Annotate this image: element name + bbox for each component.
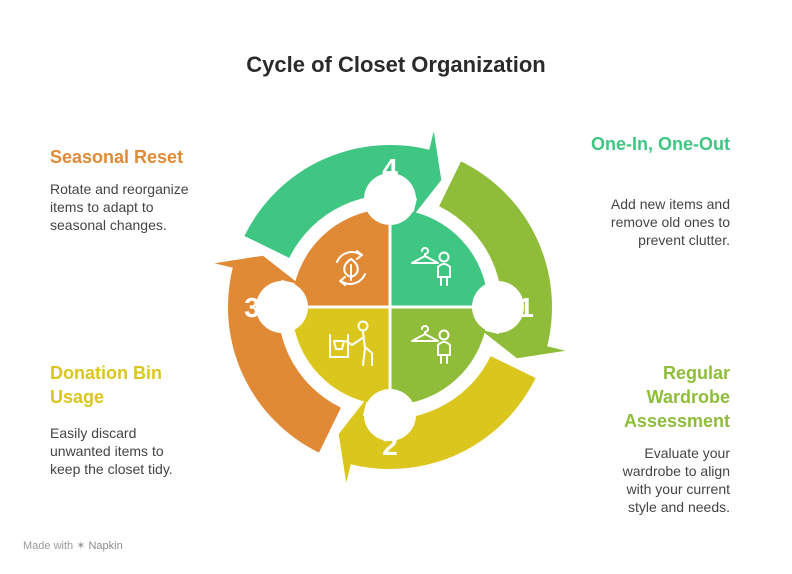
cycle-arrow-3	[338, 356, 536, 483]
step-1-heading: One-In, One-Out	[591, 134, 730, 154]
notch-4	[256, 281, 308, 333]
seasonal-cycle-icon	[336, 250, 366, 286]
footer-brand: Napkin	[88, 540, 123, 552]
cycle-arrow-1	[244, 131, 442, 258]
hanger-person-icon	[411, 325, 451, 364]
step-3-number: 3	[244, 292, 260, 323]
cycle-arrow-2	[439, 161, 566, 359]
step-4-description: Rotate and reorganize items to adapt to …	[50, 181, 189, 233]
step-2-number: 2	[382, 430, 398, 461]
notch-1	[364, 173, 416, 225]
footer-prefix: Made with	[23, 540, 74, 552]
step-4-heading: Seasonal Reset	[50, 147, 184, 167]
step-1-number: 1	[518, 292, 534, 323]
page-title: Cycle of Closet Organization	[246, 52, 546, 77]
footer: Made with ✶ Napkin	[23, 539, 123, 552]
step-1-description: Add new items and remove old ones to pre…	[610, 196, 730, 248]
step-4-number: 4	[382, 153, 398, 184]
step-3-heading: Donation Bin Usage	[50, 363, 162, 407]
hanger-person-icon	[411, 247, 451, 286]
notch-3	[364, 389, 416, 441]
step-2-description: Evaluate your wardrobe to align with you…	[622, 445, 730, 515]
step-3-description: Easily discard unwanted items to keep th…	[50, 425, 173, 477]
donation-bin-icon	[329, 320, 373, 366]
notch-2	[472, 281, 524, 333]
quadrant-4	[292, 209, 390, 307]
cycle-arrow-4	[214, 255, 341, 453]
step-2-heading: Regular Wardrobe Assessment	[623, 363, 730, 431]
napkin-logo-icon: ✶	[76, 540, 86, 552]
